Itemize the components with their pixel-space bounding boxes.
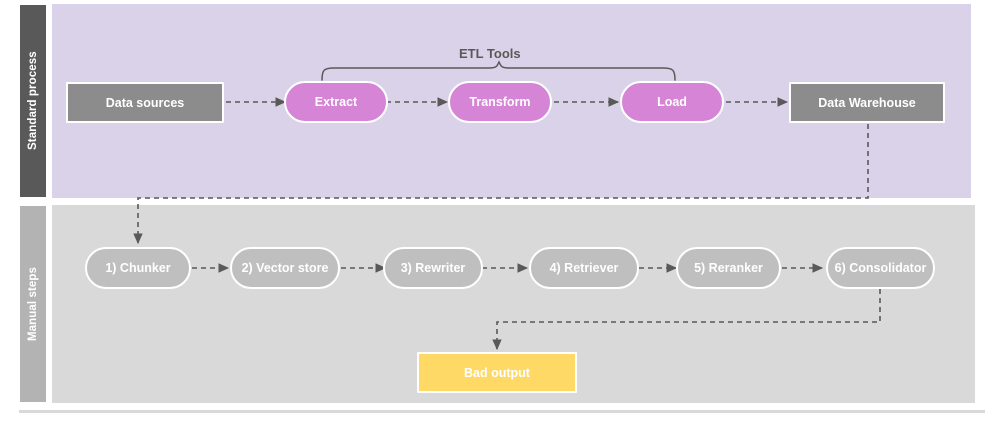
bottom-divider-line — [19, 410, 985, 413]
etl-tools-label: ETL Tools — [459, 46, 521, 61]
node-extract[interactable]: Extract — [284, 81, 388, 123]
lane-label-manual: Manual steps — [19, 205, 47, 403]
node-consolidator[interactable]: 6) Consolidator — [826, 247, 935, 289]
node-reranker[interactable]: 5) Reranker — [676, 247, 781, 289]
node-data-warehouse[interactable]: Data Warehouse — [789, 82, 945, 123]
node-rewriter[interactable]: 3) Rewriter — [383, 247, 483, 289]
node-vector-store[interactable]: 2) Vector store — [230, 247, 340, 289]
node-transform[interactable]: Transform — [448, 81, 552, 123]
node-data-sources[interactable]: Data sources — [66, 82, 224, 123]
node-load[interactable]: Load — [620, 81, 724, 123]
node-retriever[interactable]: 4) Retriever — [529, 247, 639, 289]
lane-label-standard: Standard process — [19, 4, 47, 198]
node-chunker[interactable]: 1) Chunker — [85, 247, 191, 289]
node-bad-output[interactable]: Bad output — [417, 352, 577, 393]
